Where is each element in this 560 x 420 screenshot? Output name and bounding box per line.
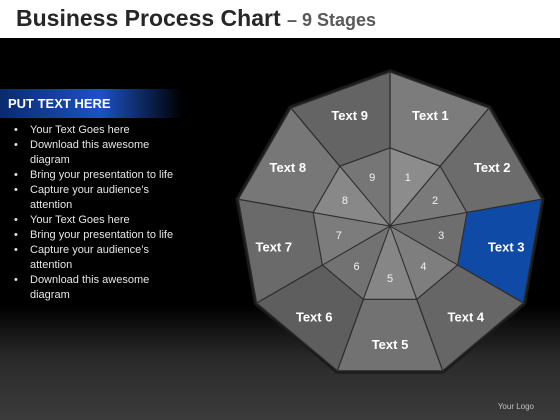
- stage-number: 6: [354, 261, 360, 273]
- stage-number: 8: [342, 195, 348, 207]
- stage-number: 4: [420, 261, 426, 273]
- stage-wedge-9: [339, 147, 391, 228]
- bullet-item: Your Text Goes here: [8, 123, 180, 138]
- bullet-item: Download this awesome diagram: [8, 273, 180, 303]
- sidebar-banner: PUT TEXT HERE: [0, 89, 182, 118]
- stage-label: Text 3: [488, 239, 525, 254]
- bullet-item: Download this awesome diagram: [8, 138, 180, 168]
- stage-label: Text 9: [331, 108, 368, 123]
- stage-number: 2: [432, 195, 438, 207]
- title-bar: Business Process Chart – 9 Stages: [0, 0, 560, 38]
- stage-number: 7: [336, 230, 342, 242]
- stage-label: Text 1: [412, 108, 449, 123]
- stage-number: 9: [369, 172, 375, 184]
- stage-number: 1: [405, 172, 411, 184]
- bullet-item: Capture your audience’s attention: [8, 243, 180, 273]
- bullet-item: Your Text Goes here: [8, 213, 180, 228]
- bullet-item: Bring your presentation to life: [8, 228, 180, 243]
- stage-label: Text 4: [448, 309, 485, 324]
- stage-label: Text 5: [372, 337, 409, 352]
- sidebar-heading: PUT TEXT HERE: [8, 96, 111, 111]
- page-title: Business Process Chart – 9 Stages: [16, 5, 376, 32]
- bullet-list: Your Text Goes here Download this awesom…: [8, 123, 180, 303]
- stage-number: 3: [438, 230, 444, 242]
- stage-label: Text 8: [270, 160, 307, 175]
- stage-number: 5: [387, 273, 393, 285]
- stage-label: Text 2: [474, 160, 511, 175]
- stage-label: Text 6: [296, 309, 333, 324]
- bullet-item: Capture your audience’s attention: [8, 183, 180, 213]
- stage-label: Text 7: [255, 239, 292, 254]
- title-subtitle: – 9 Stages: [287, 10, 377, 30]
- bullet-item: Bring your presentation to life: [8, 168, 180, 183]
- title-text: Business Process Chart: [16, 5, 281, 31]
- logo-placeholder: Your Logo: [497, 402, 534, 411]
